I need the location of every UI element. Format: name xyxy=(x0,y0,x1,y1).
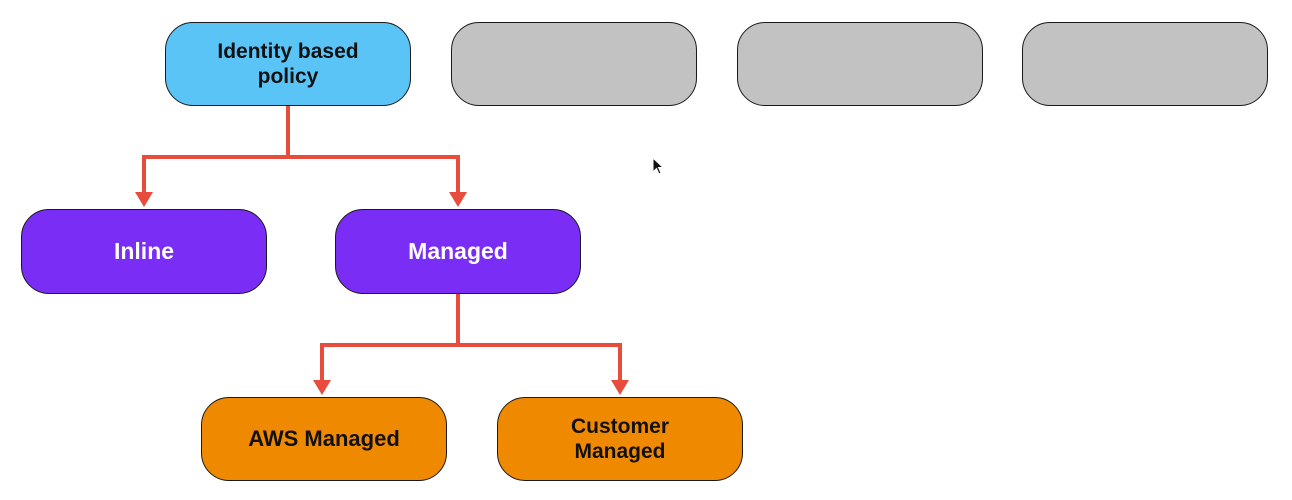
arrowhead-aws-managed xyxy=(313,380,331,395)
arrowhead-customer-managed xyxy=(611,380,629,395)
identity-based-policy-label: Identity based policy xyxy=(217,39,359,88)
customer-managed-node: Customer Managed xyxy=(497,397,743,481)
arrowhead-inline xyxy=(135,192,153,207)
placeholder-node-2 xyxy=(737,22,983,106)
identity-based-policy-node: Identity based policy xyxy=(165,22,411,106)
placeholder-node-1 xyxy=(451,22,697,106)
arrowhead-managed xyxy=(449,192,467,207)
managed-label: Managed xyxy=(408,237,508,264)
inline-label: Inline xyxy=(113,237,175,264)
inline-node: Inline xyxy=(21,209,267,294)
placeholder-node-3 xyxy=(1022,22,1268,106)
aws-managed-label: AWS Managed xyxy=(248,425,400,451)
managed-node: Managed xyxy=(335,209,581,294)
aws-managed-node: AWS Managed xyxy=(201,397,447,481)
mouse-pointer-icon xyxy=(652,157,665,175)
customer-managed-label: Customer Managed xyxy=(570,414,670,463)
